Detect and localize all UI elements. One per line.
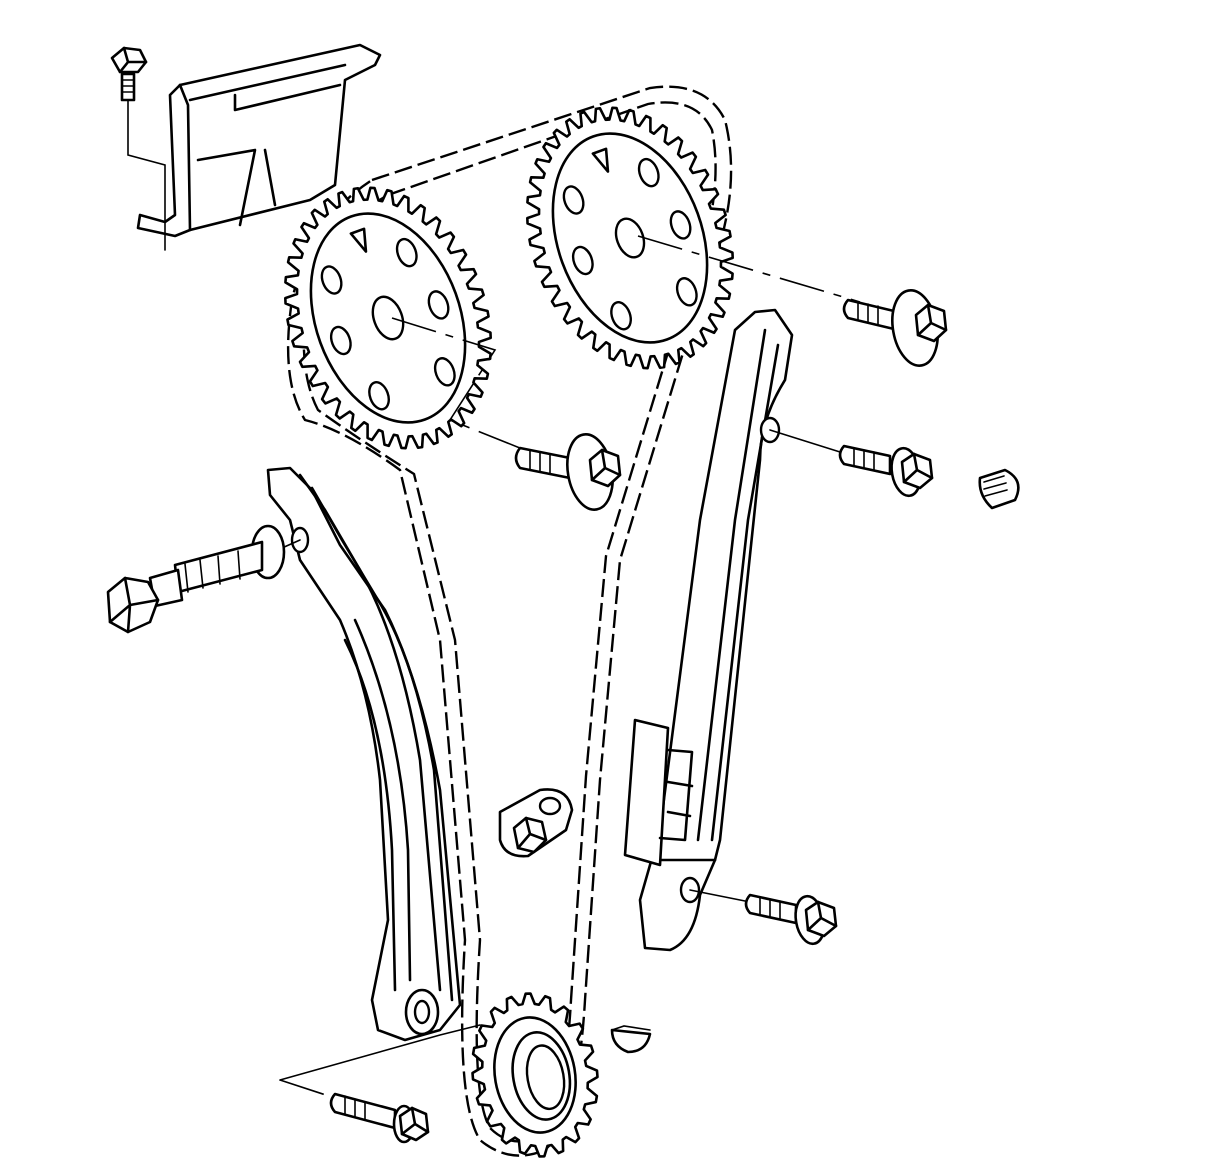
chain-guide-upper	[136, 43, 382, 238]
crankshaft-sprocket	[471, 992, 599, 1158]
intake-camshaft-sprocket	[526, 106, 734, 370]
tensioner-guide-pivot-bolt	[106, 524, 301, 634]
intake-sprocket-bolt	[842, 289, 948, 367]
lower-bolt-leader	[279, 1024, 481, 1081]
lower-bolt-centerline	[279, 1079, 336, 1099]
access-plug	[978, 468, 1020, 510]
woodruff-key	[610, 1025, 652, 1054]
fixed-guide	[623, 308, 794, 952]
exhaust-bolt-centerline	[391, 317, 526, 451]
exhaust-camshaft-sprocket	[284, 186, 492, 450]
exhaust-sprocket-bolt	[514, 433, 622, 511]
fixed-guide-lower-bolt	[744, 893, 838, 946]
tensioner-guide-lower-bolt	[329, 1092, 430, 1144]
guide-bracket-bolt	[110, 46, 166, 251]
fixed-guide-upper-bolt	[838, 444, 934, 498]
intake-bolt-centerline	[637, 235, 861, 303]
tensioner-guide	[266, 466, 462, 1042]
fixed-guide-lower-centerline	[689, 889, 751, 903]
fixed-guide-upper-centerline	[769, 429, 841, 453]
oil-nozzle	[498, 788, 574, 858]
